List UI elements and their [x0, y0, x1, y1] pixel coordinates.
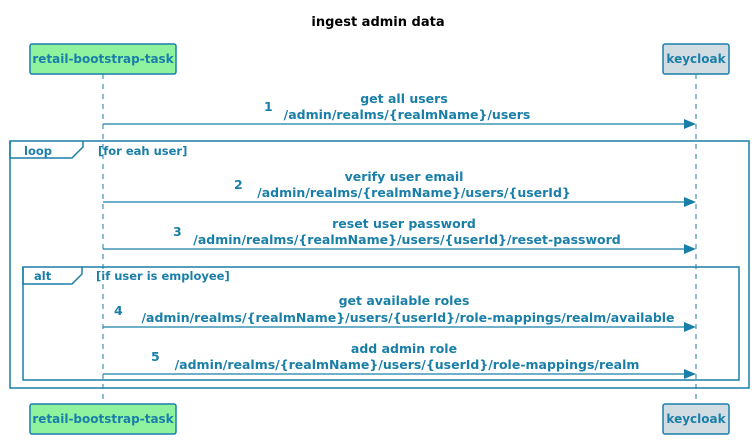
loop-fragment: loop [for eah user]	[9, 140, 750, 389]
loop-condition: [for eah user]	[98, 144, 187, 158]
alt-fragment: alt [if user is employee]	[22, 266, 740, 381]
message-number: 3	[173, 224, 182, 239]
arrow-head-icon	[684, 119, 696, 129]
message-number: 2	[234, 177, 243, 192]
loop-tab	[9, 141, 84, 159]
message-5: 5 add admin role /admin/realms/{realmNam…	[103, 341, 696, 379]
diagram-title: ingest admin data	[311, 15, 444, 30]
arrow-head-icon	[684, 369, 696, 379]
message-number: 4	[114, 303, 123, 318]
participant-retail-bootstrap-task-bottom[interactable]: retail-bootstrap-task	[29, 403, 177, 435]
participant-label: keycloak	[666, 52, 726, 66]
alt-keyword: alt	[34, 269, 52, 283]
message-label: get all users	[360, 91, 448, 106]
message-path: /admin/realms/{realmName}/users	[284, 107, 531, 122]
participant-keycloak-bottom[interactable]: keycloak	[662, 403, 730, 435]
message-label: get available roles	[339, 293, 470, 308]
participant-retail-bootstrap-task-top[interactable]: retail-bootstrap-task	[29, 43, 177, 75]
participant-keycloak-top[interactable]: keycloak	[662, 43, 730, 75]
participant-label: keycloak	[666, 412, 726, 426]
alt-frame	[22, 266, 740, 381]
loop-keyword: loop	[24, 144, 52, 158]
arrow-head-icon	[684, 244, 696, 254]
loop-frame	[9, 140, 750, 389]
message-path: /admin/realms/{realmName}/users/{userId}…	[193, 232, 620, 247]
arrow-head-icon	[684, 322, 696, 332]
message-path: /admin/realms/{realmName}/users/{userId}	[257, 185, 571, 200]
message-label: verify user email	[345, 169, 464, 184]
message-path: /admin/realms/{realmName}/users/{userId}…	[141, 310, 674, 325]
alt-tab	[22, 267, 83, 285]
message-path: /admin/realms/{realmName}/users/{userId}…	[175, 357, 640, 372]
alt-condition: [if user is employee]	[96, 269, 230, 283]
message-4: 4 get available roles /admin/realms/{rea…	[103, 293, 696, 332]
message-label: reset user password	[332, 216, 476, 231]
arrow-head-icon	[684, 197, 696, 207]
participant-label: retail-bootstrap-task	[32, 52, 174, 66]
message-number: 5	[151, 349, 160, 364]
message-label: add admin role	[351, 341, 457, 356]
message-number: 1	[264, 99, 273, 114]
message-3: 3 reset user password /admin/realms/{rea…	[103, 216, 696, 254]
participant-label: retail-bootstrap-task	[32, 412, 174, 426]
message-2: 2 verify user email /admin/realms/{realm…	[103, 169, 696, 207]
message-1: 1 get all users /admin/realms/{realmName…	[103, 91, 696, 129]
